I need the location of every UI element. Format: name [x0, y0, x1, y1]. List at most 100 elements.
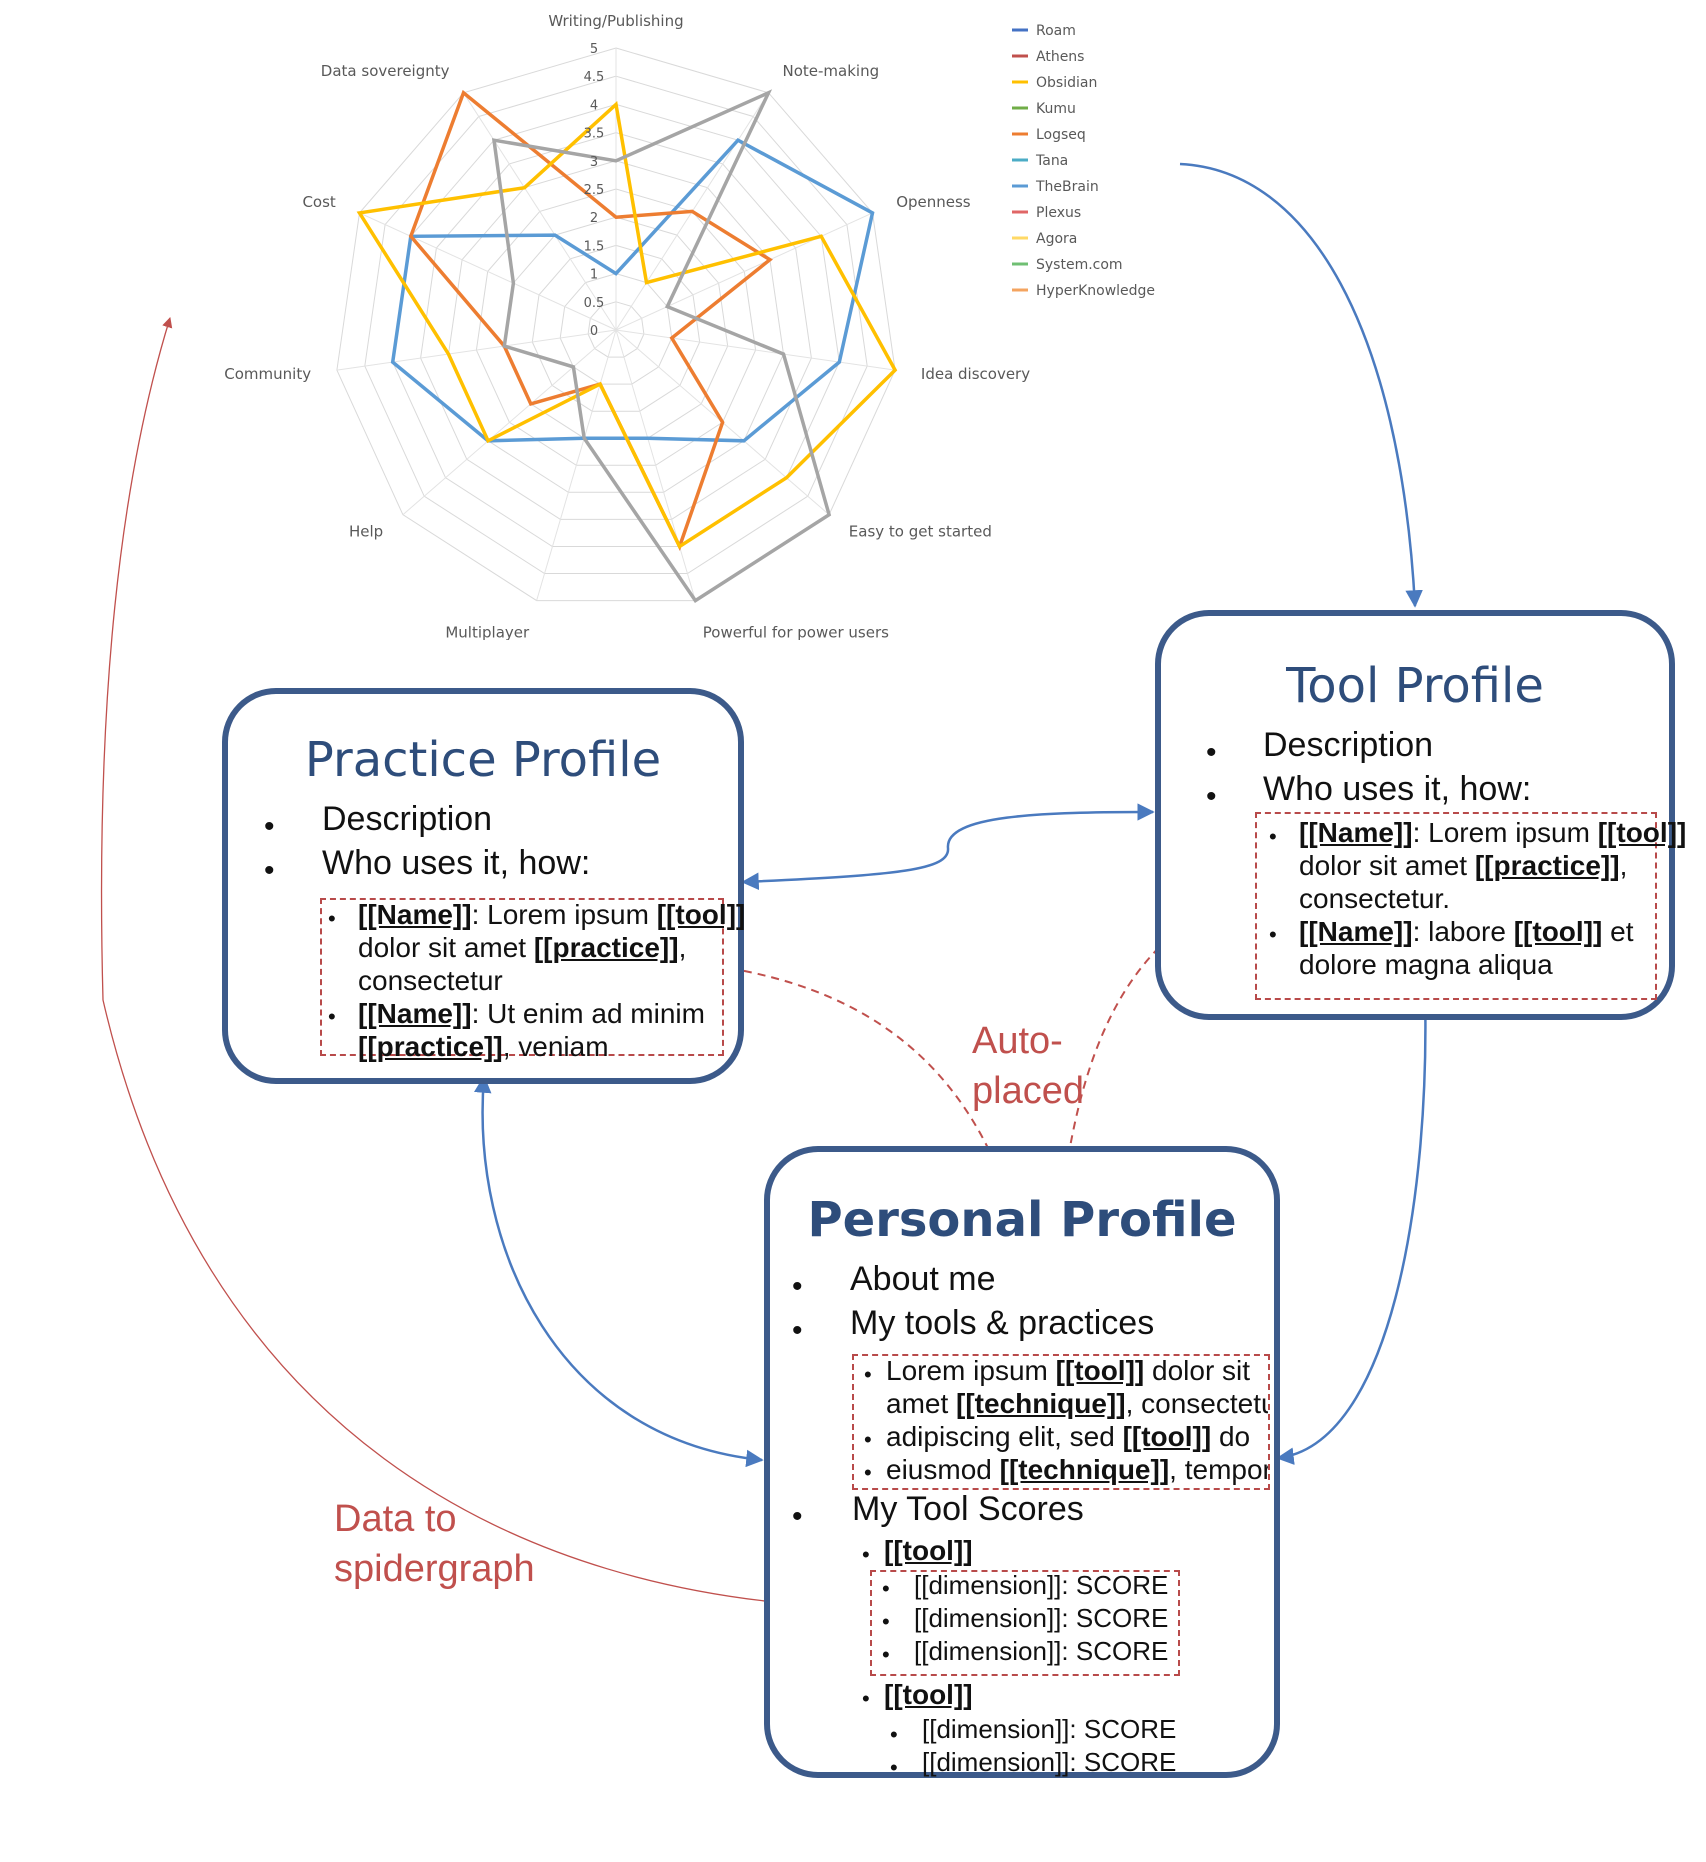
tool-profile-examples: • [[Name]]: Lorem ipsum [[tool]] dolor s… — [1255, 812, 1686, 1000]
legend-entry: Roam — [1036, 23, 1076, 39]
tool-profile-box: Tool Profile • Description • Who uses it… — [1155, 610, 1686, 1020]
grid-spoke — [336, 329, 617, 371]
radar-grid — [336, 47, 896, 602]
axis-label: Easy to get started — [849, 523, 992, 541]
grid-ring — [587, 301, 645, 358]
arrow-data-to-spidergraph — [100, 317, 869, 1609]
tool-example-1-line-3: consectetur. — [1299, 883, 1450, 914]
grid-ring — [447, 160, 785, 493]
legend-entry: Agora — [1036, 231, 1077, 247]
practice-example-1-line-3: consectetur — [358, 965, 503, 996]
axis-label: Data sovereignty — [321, 62, 450, 80]
tick-label: 3.5 — [584, 127, 605, 142]
tool-profile-item-who-uses: Who uses it, how: — [1263, 770, 1532, 808]
radar-axis-labels: Writing/PublishingNote-makingOpennessIde… — [224, 12, 1030, 640]
score-line: [[dimension]]: SCORE — [914, 1636, 1169, 1666]
legend-entry: Athens — [1036, 49, 1084, 65]
grid-ring — [475, 188, 757, 466]
score-line: [[dimension]]: SCORE — [914, 1570, 1169, 1600]
grid-ring — [559, 273, 673, 385]
tick-label: 1.5 — [584, 239, 605, 254]
arrow-practice-tool — [741, 803, 1155, 891]
score-line: [[dimension]]: SCORE — [922, 1714, 1177, 1744]
legend-entry: Obsidian — [1036, 75, 1097, 91]
grid-ring — [392, 103, 840, 547]
auto-placed-label: Auto- placed — [972, 1020, 1084, 1112]
bullet: • — [1206, 736, 1217, 769]
bullet: • — [1206, 780, 1217, 813]
practice-profile-item-description: Description — [322, 800, 493, 838]
radar-tick-labels: 00.511.522.533.544.55 — [584, 42, 605, 339]
personal-profile-item-tool-scores: My Tool Scores — [852, 1490, 1084, 1528]
tools-practices-line-2: amet [[technique]], consectetur — [886, 1388, 1270, 1419]
tick-label: 2 — [590, 211, 598, 226]
practice-profile-item-who-uses: Who uses it, how: — [322, 844, 591, 882]
grid-spoke — [615, 212, 873, 331]
tick-label: 0.5 — [584, 296, 605, 311]
axis-label: Idea discovery — [921, 365, 1030, 383]
grid-spoke — [536, 329, 617, 601]
grid-spoke — [359, 212, 617, 331]
tick-label: 0 — [590, 324, 598, 339]
axis-label: Openness — [896, 193, 971, 211]
tool-example-1-line-1: [[Name]]: Lorem ipsum [[tool]] — [1299, 817, 1687, 848]
arrow-practice-personal — [474, 1075, 764, 1468]
tick-label: 2.5 — [584, 183, 605, 198]
tool-example-1-line-2: dolor sit amet [[practice]], — [1299, 850, 1628, 881]
bullet: • — [264, 854, 275, 887]
practice-profile-box: Practice Profile • Description • Who use… — [222, 688, 745, 1084]
chart-legend: RoamAthensObsidianKumuLogseqTanaTheBrain… — [1012, 23, 1155, 299]
grid-spoke — [615, 329, 696, 601]
tools-practices-line-4: eiusmod [[technique]], tempor — [886, 1454, 1270, 1485]
grid-ring — [420, 132, 812, 520]
grid-ring — [336, 47, 896, 602]
axis-label: Cost — [302, 193, 335, 211]
axis-label: Community — [224, 365, 311, 383]
grid-spoke — [463, 92, 617, 331]
tick-label: 1 — [590, 268, 598, 283]
legend-entry: TheBrain — [1035, 179, 1099, 195]
legend-entry: Plexus — [1036, 205, 1081, 221]
tool-profile-title: Tool Profile — [1286, 658, 1544, 714]
practice-example-2-line-2: [[practice]], veniam — [358, 1031, 609, 1062]
score-tool-2-label: [[tool]] — [884, 1679, 973, 1710]
grid-spoke — [402, 329, 617, 516]
legend-entry: HyperKnowledge — [1036, 283, 1155, 299]
series-line — [356, 100, 898, 550]
legend-entry: Logseq — [1036, 127, 1086, 143]
data-to-spidergraph-label: Data to spidergraph — [334, 1498, 535, 1590]
bullet: • — [792, 1314, 803, 1347]
series-line — [390, 138, 875, 443]
arrow-chart-to-tool-profile — [1179, 162, 1423, 608]
score-list-1: • [[dimension]]: SCORE • [[dimension]]: … — [870, 1570, 1180, 1676]
axis-label: Powerful for power users — [703, 624, 889, 641]
score-line: [[dimension]]: SCORE — [914, 1603, 1169, 1633]
series-line — [491, 89, 832, 603]
score-line: [[dimension]]: SCORE — [922, 1747, 1177, 1777]
tool-example-2-line-1: [[Name]]: labore [[tool]] et — [1299, 916, 1634, 947]
legend-entry: Tana — [1035, 153, 1068, 169]
tool-example-2-line-2: dolore magna aliqua — [1299, 949, 1553, 980]
axis-label: Help — [349, 523, 383, 541]
bullet: • — [792, 1500, 803, 1533]
score-tool-1-label: [[tool]] — [884, 1535, 973, 1566]
bullet: • — [792, 1270, 803, 1303]
legend-entry: System.com — [1036, 257, 1123, 273]
axis-label: Writing/Publishing — [548, 12, 683, 30]
axis-label: Multiplayer — [445, 624, 530, 641]
radar-series — [356, 89, 898, 603]
practice-example-1-line-2: dolor sit amet [[practice]], — [358, 932, 687, 963]
axis-label: Note-making — [783, 62, 880, 80]
tools-practices-line-3: adipiscing elit, sed [[tool]] do — [886, 1421, 1251, 1452]
tools-practices-line-1: Lorem ipsum [[tool]] dolor sit — [886, 1355, 1251, 1386]
personal-profile-item-tools-practices: My tools & practices — [850, 1304, 1155, 1342]
practice-profile-title: Practice Profile — [304, 732, 662, 788]
tick-label: 4 — [590, 98, 598, 113]
practice-example-2-line-1: [[Name]]: Ut enim ad minim — [358, 998, 705, 1029]
practice-example-1-line-1: [[Name]]: Lorem ipsum [[tool]] — [358, 899, 746, 930]
tool-profile-item-description: Description — [1263, 726, 1434, 764]
radar-chart: 00.511.522.533.544.55 Writing/Publishing… — [224, 12, 1155, 640]
practice-profile-examples: • [[Name]]: Lorem ipsum [[tool]] dolor s… — [320, 898, 745, 1062]
grid-ring — [531, 244, 701, 412]
